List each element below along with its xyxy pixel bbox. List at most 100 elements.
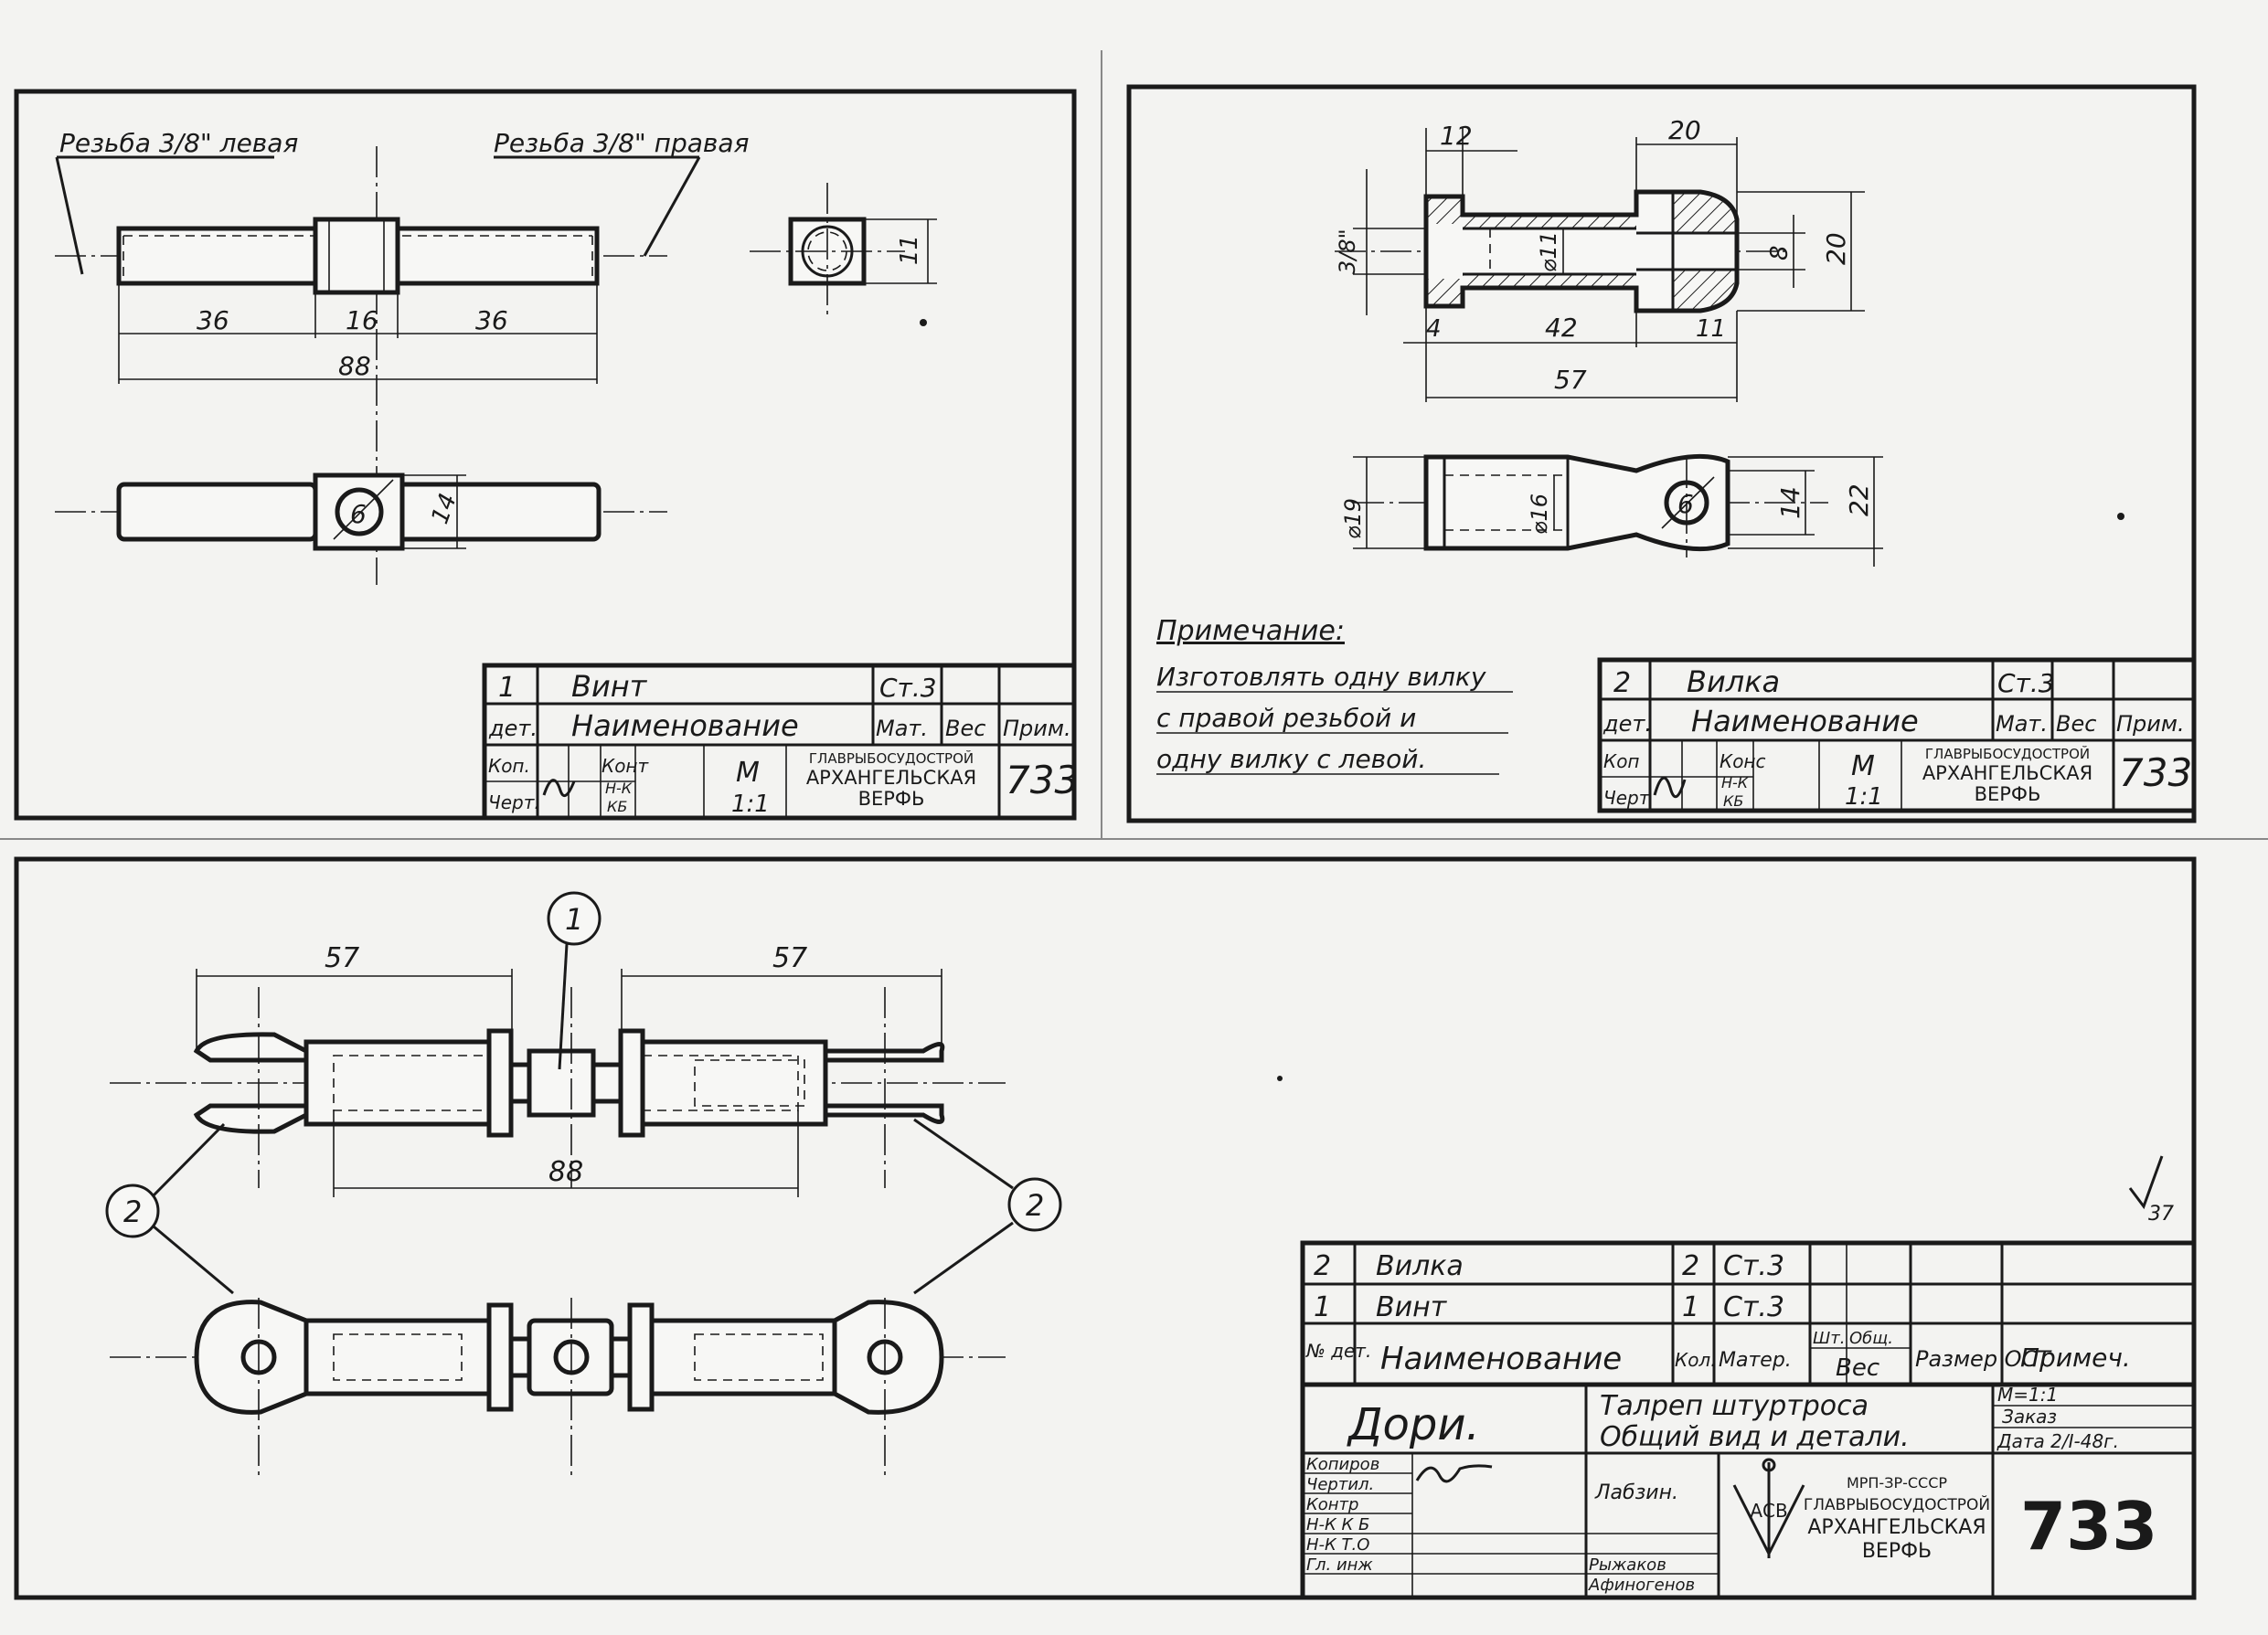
org-3: ВЕРФЬ	[1862, 1540, 1932, 1563]
note-line-3: одну вилку с левой.	[1156, 744, 1426, 774]
drawing-title-2: Общий вид и детали.	[1600, 1421, 1910, 1453]
svg-text:Афиногенов: Афиногенов	[1588, 1576, 1695, 1595]
screw-hex-body	[313, 217, 400, 295]
svg-text:1:1: 1:1	[1845, 783, 1883, 811]
svg-text:дет.: дет.	[488, 716, 538, 741]
hdr-no: № дет.	[1305, 1340, 1371, 1362]
dim-88: 88	[338, 351, 371, 381]
dim-16: 16	[346, 305, 378, 335]
hdr-size: Размер ОСТ	[1915, 1346, 2052, 1372]
thread-left-label: Резьба 3/8" левая	[59, 128, 298, 158]
dim-hole-6: 6	[1677, 489, 1694, 519]
svg-text:Вес: Вес	[945, 716, 985, 741]
svg-text:ГЛАВРЫБОСУДОСТРОЙ: ГЛАВРЫБОСУДОСТРОЙ	[809, 749, 974, 767]
svg-text:Черт.: Черт.	[488, 791, 540, 813]
drawing-number: 733	[2020, 1488, 2157, 1565]
note: Примечание: Изготовлять одну вилку с пра…	[1156, 615, 1513, 775]
part-number: 1	[498, 672, 516, 704]
screw-thread-right	[395, 226, 600, 286]
svg-text:Н-К Т.О: Н-К Т.О	[1306, 1535, 1369, 1555]
right-fork-prong-bottom	[823, 1103, 945, 1124]
drawing-title-1: Талреп штуртроса	[1600, 1390, 1869, 1422]
svg-text:Конт: Конт	[602, 755, 650, 777]
assembly-dimensions: 57 57 88	[196, 942, 942, 1197]
svg-text:Вес: Вес	[2056, 711, 2096, 737]
left-fork-prong-top	[193, 1032, 309, 1063]
row-1-name: Винт	[1376, 1291, 1448, 1323]
screw-thread-left	[116, 226, 318, 286]
svg-text:Рыжаков: Рыжаков	[1589, 1555, 1666, 1575]
svg-text:М: М	[1851, 750, 1875, 782]
svg-text:Н-К К Б: Н-К К Б	[1306, 1515, 1369, 1534]
svg-text:Прим.: Прим.	[2116, 711, 2185, 737]
title-block-top-right: 2 Вилка Ст.3 дет. Наименование Мат. Вес …	[1597, 657, 2197, 813]
svg-text:Наименование: Наименование	[571, 708, 799, 743]
screw-end-view: 11	[750, 183, 937, 326]
dim-dia-19: ⌀19	[1340, 498, 1366, 539]
svg-text:Гл. инж: Гл. инж	[1306, 1555, 1373, 1575]
row-1-qty: 1	[1682, 1291, 1699, 1323]
svg-text:Мат.: Мат.	[876, 716, 928, 741]
date: Дата 2/I-48г.	[1996, 1430, 2119, 1452]
dim-20-top: 20	[1668, 115, 1701, 145]
right-fork-prong-top	[823, 1042, 945, 1063]
sheet-frame	[14, 89, 1077, 821]
dim-57-left: 57	[325, 942, 359, 974]
sheet-frame	[1126, 84, 2197, 823]
row-2-no: 2	[1314, 1250, 1331, 1282]
note-line-2: с правой резьбой и	[1156, 703, 1416, 733]
dim-14: 14	[1775, 486, 1805, 519]
hdr-weight-one: Шт.	[1813, 1329, 1845, 1348]
sheet-bottom: 57 57 88 1 2 2	[14, 856, 2197, 1600]
fork-top-view: 6 ⌀19 ⌀16 14 22	[1340, 453, 2124, 567]
svg-text:Наименование: Наименование	[1691, 704, 1919, 738]
svg-text:Н-К: Н-К	[605, 780, 633, 797]
sheet-top-left: Резьба 3/8" левая Резьба 3/8" правая 36	[14, 89, 1079, 821]
scale: М=1:1	[1997, 1384, 2058, 1406]
svg-text:АРХАНГЕЛЬСКАЯ: АРХАНГЕЛЬСКАЯ	[806, 767, 976, 789]
shipyard-logo: АСВ	[1732, 1458, 1805, 1558]
leader-line-left	[55, 156, 84, 275]
part-material: Ст.3	[879, 673, 937, 703]
svg-text:Конс: Конс	[1720, 750, 1766, 772]
part-name: Винт	[571, 669, 648, 704]
hdr-weight: Вес	[1836, 1354, 1879, 1382]
hdr-name: Наименование	[1380, 1341, 1622, 1377]
svg-text:Мат.: Мат.	[1996, 711, 2048, 737]
svg-text:37: 37	[2148, 1203, 2174, 1226]
svg-text:КБ: КБ	[607, 798, 627, 815]
order: Заказ	[2002, 1406, 2057, 1428]
svg-text:1:1: 1:1	[731, 791, 770, 818]
part-name: Вилка	[1687, 664, 1780, 699]
check-mark: 37	[2128, 1155, 2174, 1226]
row-2-qty: 2	[1682, 1250, 1699, 1282]
svg-text:Чертил.: Чертил.	[1306, 1475, 1374, 1494]
note-line-1: Изготовлять одну вилку	[1156, 662, 1486, 692]
screw-dimensions: 36 16 36 88	[118, 283, 598, 384]
dim-12: 12	[1440, 121, 1473, 151]
screw-square	[527, 1318, 614, 1396]
svg-text:Черт: Черт	[1603, 787, 1651, 809]
row-2-name: Вилка	[1376, 1250, 1464, 1282]
part-number: 2	[1613, 667, 1631, 699]
part-balloons: 1 2 2	[105, 891, 1062, 1295]
screw-top-view: 6 14	[55, 472, 667, 551]
hdr-qty: Кол.	[1675, 1349, 1717, 1371]
sheet-top-right: 12 20 3/8" ⌀11 8 20 4 42 1	[1126, 84, 2197, 823]
dim-thread: 3/8"	[1335, 228, 1360, 274]
screw-front-view	[55, 146, 667, 585]
drawing-number: 733	[1006, 758, 1079, 802]
dim-4: 4	[1426, 315, 1442, 343]
svg-text:КБ: КБ	[1723, 792, 1743, 810]
svg-text:Копиров: Копиров	[1306, 1455, 1379, 1474]
drawing-title-left: Дори.	[1347, 1399, 1480, 1450]
row-1-no: 1	[1314, 1291, 1331, 1323]
svg-text:дет.: дет.	[1603, 711, 1652, 737]
signature	[1653, 776, 1687, 799]
org-2: АРХАНГЕЛЬСКАЯ	[1807, 1516, 1986, 1539]
dim-bore-11: ⌀11	[1536, 231, 1561, 272]
signature	[1415, 1464, 1493, 1483]
left-fork-collar	[486, 1028, 514, 1138]
svg-text:АРХАНГЕЛЬСКАЯ: АРХАНГЕЛЬСКАЯ	[1922, 762, 2092, 784]
dim-20-side: 20	[1821, 232, 1851, 265]
